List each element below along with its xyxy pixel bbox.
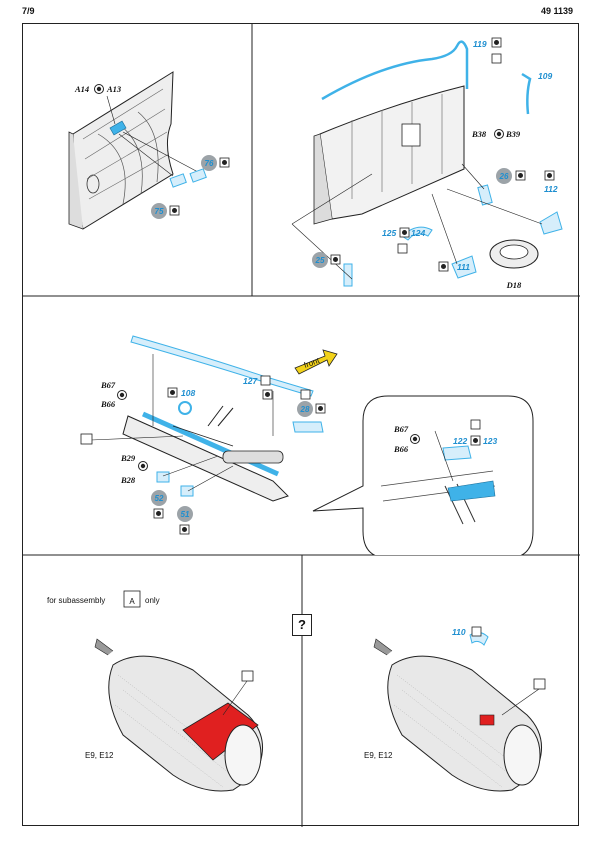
label-26: 26 [499, 172, 509, 181]
panel-bulkhead: A14 A13 76 75 [68, 71, 230, 230]
pe-part-52 [156, 471, 170, 483]
part-badge-26 [496, 168, 512, 184]
pe-part-on-plate [109, 120, 127, 136]
page-number: 7/9 [22, 6, 35, 16]
detail-callout [312, 395, 534, 555]
label-a14: A14 [74, 84, 89, 94]
pe-strip-127 [130, 335, 314, 397]
pe-red-detail [479, 714, 495, 726]
gun-barrel [222, 450, 284, 464]
frame-part [319, 85, 465, 220]
pe-part-51 [180, 485, 194, 497]
pe-part-125 [401, 226, 433, 241]
label-28: 28 [300, 405, 310, 414]
panel-frame: 119 109 B38 B39 26 112 125 124 25 111 D1… [291, 37, 563, 290]
part-badge-51 [177, 506, 193, 522]
flip-icon [241, 670, 254, 682]
product-code: 49 1139 [540, 6, 573, 16]
label-b28: B28 [120, 475, 136, 485]
pe-part-28 [292, 421, 324, 433]
fold-icon [397, 243, 408, 254]
fold-icon [300, 389, 311, 400]
panel-engine-left: for subassembly A only E9, E12 [47, 590, 264, 792]
subassembly-note-prefix: for subassembly [47, 596, 105, 605]
label-108: 108 [181, 388, 195, 398]
label-122: 122 [453, 436, 467, 446]
pe-part-76a [169, 173, 187, 188]
label-76: 76 [205, 159, 214, 168]
pe-wire-119 [321, 40, 469, 101]
pe-part-108 [178, 401, 192, 415]
instruction-sheet: A14 A13 76 75 [22, 23, 580, 827]
label-112: 112 [544, 184, 558, 194]
sill-part [122, 415, 289, 502]
pe-sill-strip [141, 411, 280, 477]
pe-detail-strip [447, 480, 496, 502]
panel-engine-right: 110 E9, E12 [364, 626, 546, 792]
label-25: 25 [315, 256, 325, 265]
front-arrow-icon [294, 349, 338, 375]
label-111: 111 [457, 262, 470, 272]
label-b39: B39 [505, 129, 521, 139]
label-b38: B38 [471, 129, 487, 139]
label-51: 51 [181, 510, 190, 519]
parts-ref: E9, E12 [364, 751, 393, 760]
label-a13: A13 [106, 84, 122, 94]
glue-icon [96, 86, 102, 92]
pe-red-panel [182, 702, 259, 761]
glue-icon [222, 160, 227, 165]
label-119: 119 [473, 39, 487, 49]
fold-icon [471, 626, 482, 637]
label-b29: B29 [120, 453, 136, 463]
label-b66: B66 [100, 399, 116, 409]
part-badge-25 [312, 252, 328, 268]
flip-icon [80, 433, 93, 445]
part-badge-75 [151, 203, 167, 219]
pe-part-122 [442, 445, 472, 461]
label-110: 110 [452, 627, 466, 637]
fold-icon [470, 419, 481, 430]
label-b66-inset: B66 [393, 444, 409, 454]
pe-part-26 [477, 184, 493, 206]
part-badge-52 [151, 490, 167, 506]
label-123: 123 [483, 436, 497, 446]
pe-part-112 [539, 211, 563, 235]
fold-icon [491, 53, 502, 64]
glue-icon [494, 40, 499, 45]
pe-part-111 [451, 255, 477, 279]
pe-part-76b [189, 168, 207, 183]
subassembly-note-suffix: only [145, 596, 160, 605]
label-125: 125 [382, 228, 396, 238]
flip-icon [533, 678, 546, 690]
label-b67: B67 [100, 380, 116, 390]
label-127: 127 [243, 376, 258, 386]
panel-dividers [23, 24, 580, 827]
subassembly-letter: A [129, 597, 135, 606]
glue-icon [172, 208, 177, 213]
label-75: 75 [155, 207, 164, 216]
parts-ref: E9, E12 [85, 751, 114, 760]
label-52: 52 [155, 494, 164, 503]
label-109: 109 [538, 71, 552, 81]
unknown-indicator: ? [292, 614, 312, 636]
label-b67-inset: B67 [393, 424, 409, 434]
label-124: 124 [411, 228, 425, 238]
panel-canopy-sill: front B67 B66 108 127 28 B29 B28 [80, 335, 534, 555]
part-badge-76 [201, 155, 217, 171]
label-d18: D18 [506, 280, 522, 290]
pe-part-109 [521, 72, 532, 115]
part-badge-28 [297, 401, 313, 417]
fold-icon [260, 375, 271, 386]
